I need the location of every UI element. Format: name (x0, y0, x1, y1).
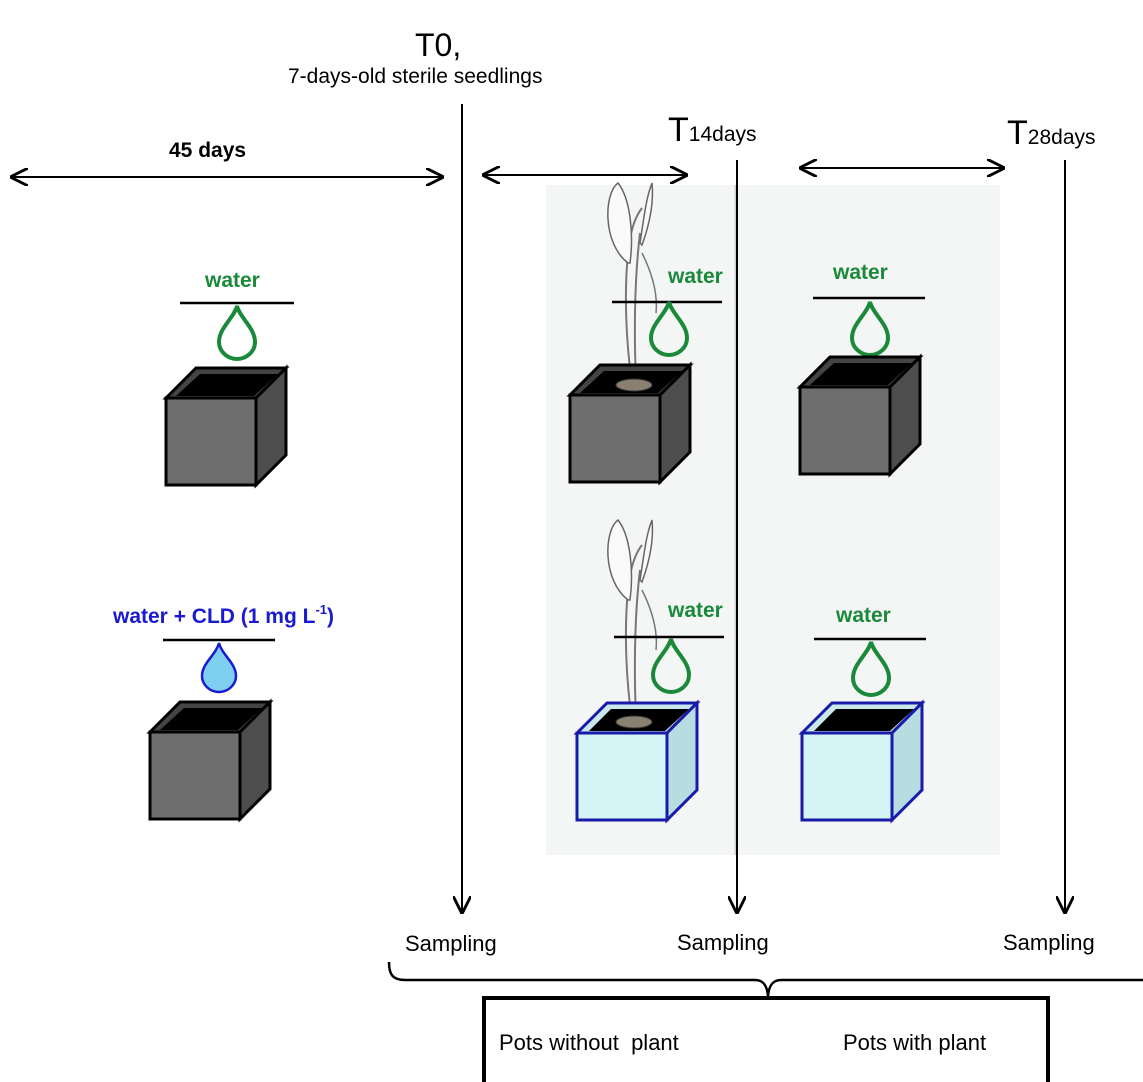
water-label-left: water (204, 269, 260, 292)
sampling-brace (387, 961, 1143, 997)
cld-label-sup: -1 (315, 602, 327, 617)
pot-dark-left-top (164, 366, 288, 487)
cld-label: water + CLD (1 mg L-1) (112, 602, 334, 628)
t28-prefix: T (1007, 114, 1028, 152)
pot-dark-right-top (798, 355, 922, 476)
water-drop-icon (217, 304, 257, 361)
legend-without-plant: Pots without plant (499, 1030, 679, 1055)
sampling-label-t28: Sampling (1003, 930, 1095, 955)
sampling-label-t0: Sampling (405, 931, 497, 956)
water-label-right-bottom: water (835, 604, 891, 627)
t28-suffix: 28days (1028, 126, 1096, 149)
pot-dark-left-bottom (148, 700, 272, 821)
soil-mound-bottom (615, 715, 653, 729)
t14-prefix: T (668, 111, 689, 149)
water-label-right-top: water (832, 261, 888, 284)
cld-drop-icon (200, 642, 238, 694)
cld-label-main: water + CLD (1 mg L (112, 605, 316, 628)
cld-label-end: ) (327, 605, 334, 628)
legend-with-plant: Pots with plant (843, 1030, 986, 1055)
t0-label: T0, (415, 27, 461, 63)
t14-label: T14days (668, 111, 757, 149)
t0-sublabel: 7-days-old sterile seedlings (288, 65, 542, 88)
duration-label: 45 days (169, 139, 246, 162)
legend-box (482, 996, 1050, 1082)
sampling-label-t14: Sampling (677, 930, 769, 955)
water-label-mid-bottom: water (667, 599, 723, 622)
water-label-mid-top: water (667, 265, 723, 288)
t28-label: T28days (1007, 114, 1096, 152)
pot-light-right-bottom (800, 701, 924, 822)
soil-mound-top (615, 378, 653, 392)
t14-suffix: 14days (689, 123, 757, 146)
